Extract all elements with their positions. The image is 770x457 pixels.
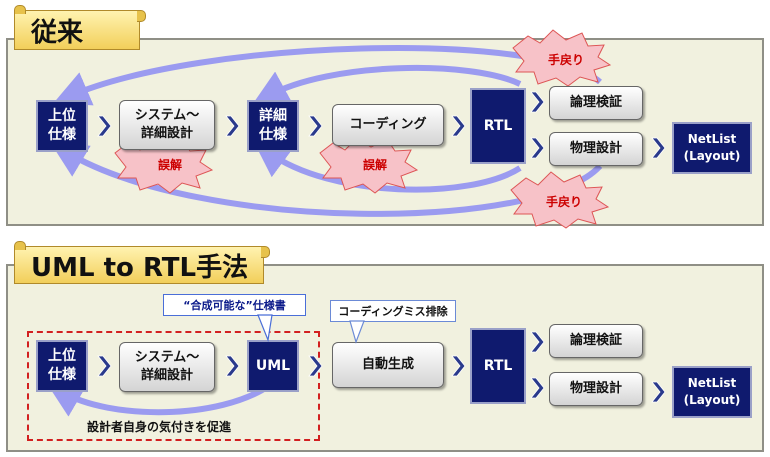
rework-burst-bottom (510, 171, 610, 229)
chevron-icon (225, 115, 240, 137)
chevron-icon (530, 331, 545, 353)
system-design-box: システム～ 詳細設計 (119, 100, 215, 150)
chevron-icon (97, 115, 112, 137)
rework-label-bottom: 手戻り (545, 195, 582, 209)
logic-verify-box-top: 論理検証 (549, 86, 643, 120)
chevron-icon (97, 355, 112, 377)
designer-awareness-note: 設計者自身の気付きを促進 (87, 420, 232, 434)
physical-design-box-bottom: 物理設計 (549, 372, 643, 406)
conventional-title: 従来 (14, 5, 146, 50)
logic-verify-box-bottom: 論理検証 (549, 324, 643, 358)
chevron-icon (530, 377, 545, 399)
designer-scope-dashed-box (27, 331, 320, 441)
upper-spec-box: 上位 仕様 (36, 100, 88, 152)
upper-spec-box-bottom: 上位 仕様 (36, 340, 88, 392)
detail-spec-box: 詳細 仕様 (247, 100, 299, 152)
rtl-box-bottom: RTL (470, 328, 526, 404)
auto-generation-box: 自動生成 (332, 342, 444, 388)
netlist-box-top: NetList (Layout) (672, 122, 752, 174)
rtl-box-top: RTL (470, 88, 526, 164)
misunderstanding-label-1: 誤解 (157, 158, 182, 172)
chevron-icon (308, 355, 323, 377)
chevron-icon (530, 137, 545, 159)
rework-arc-rtl-to-detail (252, 64, 522, 105)
chevron-icon (451, 115, 466, 137)
chevron-icon (308, 115, 323, 137)
chevron-icon (451, 355, 466, 377)
rework-label-top: 手戻り (547, 53, 584, 67)
chevron-icon (651, 137, 666, 159)
rework-burst-top (512, 29, 612, 87)
chevron-icon (651, 381, 666, 403)
misunderstanding-label-2: 誤解 (362, 158, 387, 172)
rework-arc-bottom-to-detail (253, 141, 522, 193)
coding-error-elimination-callout: コーディングミス排除 (330, 300, 456, 322)
feedback-arc-uml-to-upper (46, 382, 272, 417)
system-design-box-bottom: システム～ 詳細設計 (119, 342, 215, 392)
coding-box: コーディング (332, 104, 444, 146)
uml-to-rtl-title: UML to RTL手法 (14, 241, 270, 284)
netlist-box-bottom: NetList (Layout) (672, 366, 752, 418)
synthesizable-spec-callout: “合成可能な”仕様書 (163, 294, 306, 316)
physical-design-box-top: 物理設計 (549, 132, 643, 166)
uml-box: UML (247, 340, 299, 392)
chevron-icon (530, 91, 545, 113)
chevron-icon (225, 355, 240, 377)
